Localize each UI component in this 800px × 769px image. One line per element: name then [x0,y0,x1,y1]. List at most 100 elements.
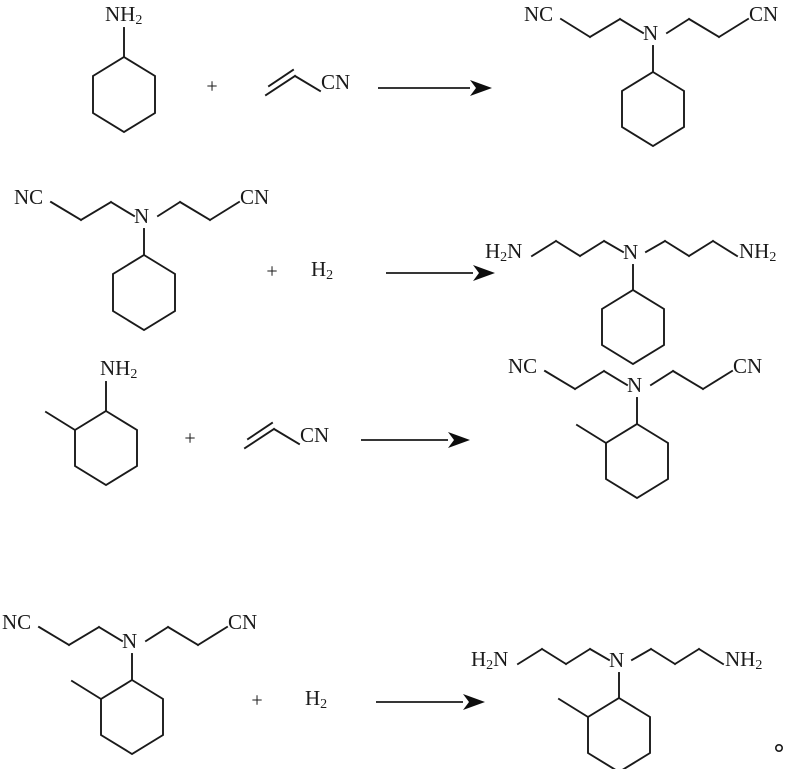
atom-label-h2n-left: H2N [471,647,508,673]
structure-product-3: NC N CN [508,354,762,500]
bond-l2 [573,369,606,391]
plus-operator: + [184,428,195,450]
bond-r3 [144,625,170,643]
bond-r4 [644,239,667,254]
bond-l1 [37,625,71,647]
arrow-head [448,432,470,448]
bond-l3 [97,625,124,643]
atom-label-n-center: N [609,648,624,672]
reaction-2: NC N CN + H2 H2N N [14,185,776,366]
bond-l1 [530,239,558,258]
bond-l3 [564,647,592,666]
arrow-head [473,265,495,281]
atom-label-nh2-right: NH2 [725,647,762,673]
reaction-arrow-3 [361,432,470,448]
bond-r3 [156,200,182,218]
atom-label-n-center: N [134,204,149,228]
cyclohexane-ring [621,70,685,148]
cyclohexane-ring [605,422,669,500]
bond-double-outer [264,74,297,97]
bond-l1 [559,17,592,39]
plus-operator: + [251,690,262,712]
reaction-arrow-1 [378,80,492,96]
plus-operator: + [206,76,217,98]
bond-l1 [543,369,577,391]
bond-l3 [109,200,136,218]
bond-r1 [208,200,241,222]
structure-product-4: H2N N NH2 [471,647,762,769]
bond-ch2-cn [272,427,301,446]
atom-label-nh2-right: NH2 [739,239,776,265]
atom-label-n-center: N [627,373,642,397]
bond-r1 [701,369,734,391]
structure-2-methylcyclohexylamine: NH2 [44,356,138,487]
bond-l2 [67,625,101,647]
atom-label-nh2: NH2 [100,356,137,382]
bond-r2 [671,369,705,391]
structure-reactant-4: NC N CN [2,610,257,756]
bond-l1 [516,647,544,666]
structure-cyclohexylamine: NH2 [92,2,156,134]
bond-methyl [575,423,608,445]
bond-r1 [717,17,750,39]
reaction-4: NC N CN + H2 H2N N [2,610,783,769]
structure-product-2: H2N N NH2 [485,239,776,366]
bond-l3 [618,17,645,35]
atom-label-n-center: N [623,240,638,264]
bond-r1 [711,239,739,258]
reaction-1: NH2 + CN NC N CN [92,2,778,148]
reaction-arrow-2 [386,265,495,281]
bond-l2 [540,647,568,666]
arrow-head [463,694,485,710]
cyclohexane-ring [100,678,164,756]
bond-double-inner [246,421,274,441]
bond-methyl [44,410,77,432]
atom-label-h2n-left: H2N [485,239,522,265]
bond-r3 [649,369,675,387]
bond-r2 [687,239,715,258]
structure-reactant-2: NC N CN [14,185,269,332]
plus-operator: + [266,261,277,283]
bond-r3 [663,239,691,258]
bond-l1 [49,200,83,222]
atom-label-nh2: NH2 [105,2,142,28]
atom-label-nc-left: NC [14,185,43,209]
structure-acrylonitrile: CN [243,421,329,450]
atom-label-cn-right: CN [733,354,762,378]
cyclohexane-ring [92,55,156,134]
cyclohexane-ring [112,253,176,332]
bond-r2 [178,200,212,222]
bond-methyl [70,679,103,701]
bond-r1 [196,625,229,647]
structure-product-1: NC N CN [524,2,778,148]
bond-ch2-cn [293,74,322,93]
bond-l4 [602,239,625,254]
structure-acrylonitrile: CN [264,68,350,97]
reaction-3: NH2 + CN NC N CN [44,354,762,500]
cyclohexane-ring [74,409,138,487]
bond-l2 [588,17,622,39]
cyclohexane-ring [587,696,651,769]
atom-label-cn-right: CN [749,2,778,26]
cyclohexane-ring [601,288,665,366]
arrow-head [470,80,492,96]
atom-label-nc-left: NC [508,354,537,378]
atom-label-cn: CN [321,70,350,94]
bond-r2 [166,625,200,647]
atom-label-n-center: N [122,629,137,653]
bond-r2 [673,647,701,666]
atom-label-h2: H2 [305,686,327,712]
bond-r3 [649,647,677,666]
bond-double-inner [267,68,295,88]
atom-label-nc-left: NC [524,2,553,26]
bond-r3 [665,17,691,35]
atom-label-cn: CN [300,423,329,447]
bond-l3 [578,239,606,258]
bond-l2 [79,200,113,222]
atom-label-nc-left: NC [2,610,31,634]
bond-l2 [554,239,582,258]
bond-double-outer [243,427,276,450]
bond-r4 [630,647,653,662]
bond-l3 [602,369,629,387]
